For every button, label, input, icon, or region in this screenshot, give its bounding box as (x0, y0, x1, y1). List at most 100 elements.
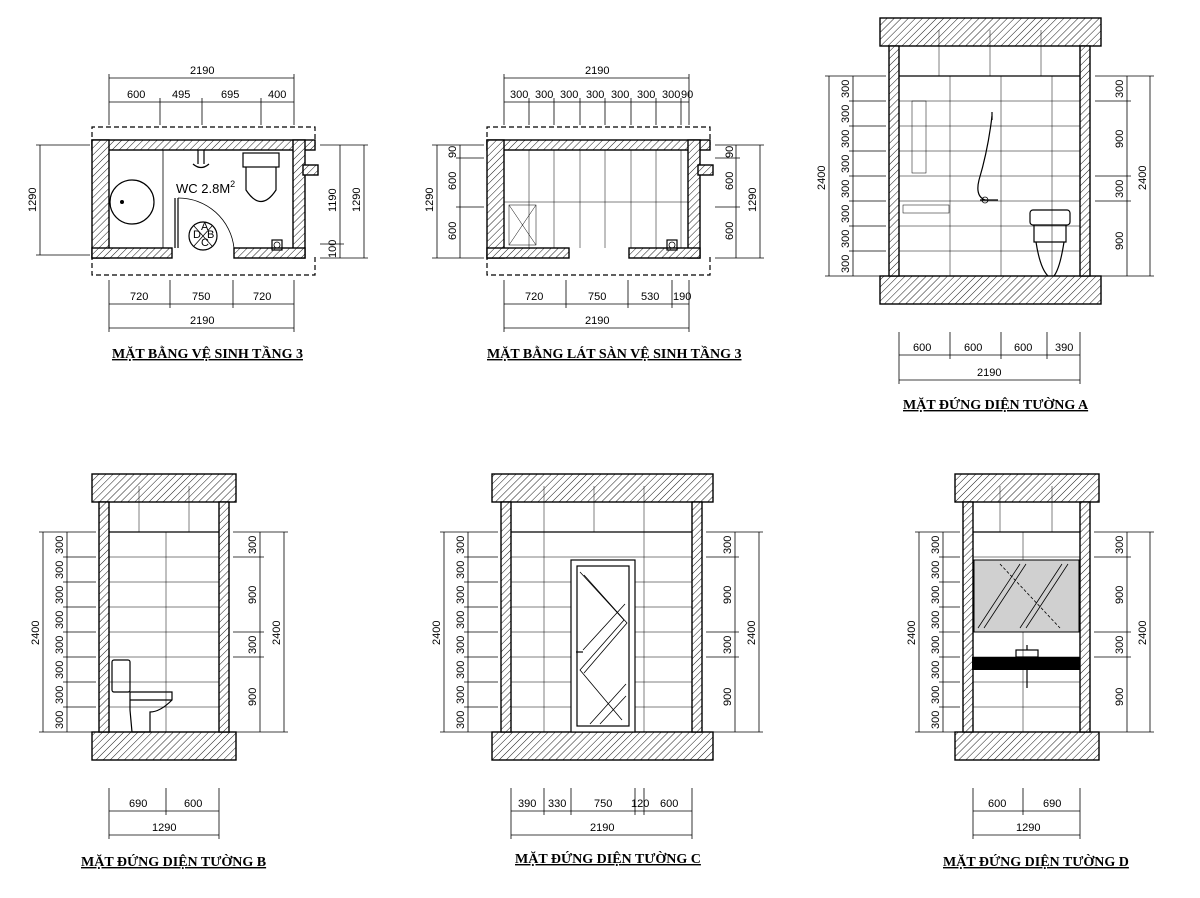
wall-b-bottom-dim-2: 600 (184, 798, 202, 810)
plan-top-dim-2: 495 (172, 89, 190, 101)
wall-a-left-dim-1: 300 (840, 80, 852, 98)
wall-d-left-dim-1: 300 (930, 536, 942, 554)
floor-top-total: 2190 (585, 65, 609, 77)
wall-b-left-total: 2400 (30, 621, 42, 645)
wall-c-left-dim-6: 300 (455, 661, 467, 679)
wall-a-left-dim-5: 300 (840, 180, 852, 198)
floor-right-dim-2: 600 (724, 172, 736, 190)
floor-top-dim-3: 300 (560, 89, 578, 101)
plan-right-total: 1290 (351, 188, 363, 212)
door-icon (570, 559, 636, 733)
wall-a-left-total: 2400 (816, 166, 828, 190)
wall-c-bottom-dim-3: 750 (594, 798, 612, 810)
mirror-icon (973, 559, 1080, 633)
wall-d-left-dim-4: 300 (930, 611, 942, 629)
toilet-icon (242, 152, 280, 203)
compass-d: D (193, 229, 201, 241)
room-label: WC 2.8M2 (176, 179, 235, 196)
wall-d-right-dim-4: 900 (1114, 688, 1126, 706)
wall-c-bottom-dim-5: 600 (660, 798, 678, 810)
wall-d-left-dim-2: 300 (930, 561, 942, 579)
floor-top-dim-8: 90 (681, 89, 693, 101)
wall-d-right-dim-1: 300 (1114, 536, 1126, 554)
wall-b-left-dim-3: 300 (54, 586, 66, 604)
floor-plan-title: MẶT BẰNG LÁT SÀN VỆ SINH TẦNG 3 (487, 345, 742, 362)
wall-a-right-dim-1: 300 (1114, 80, 1126, 98)
wall-a-bottom-dim-2: 600 (964, 342, 982, 354)
wall-a-left-dim-8: 300 (840, 255, 852, 273)
wall-d-title: MẶT ĐỨNG DIỆN TƯỜNG D (943, 853, 1129, 870)
wall-d-left-dim-7: 300 (930, 686, 942, 704)
wall-c-left-dim-4: 300 (455, 611, 467, 629)
wall-c-left-total: 2400 (431, 621, 443, 645)
compass-icon: A B C D (188, 221, 218, 251)
floor-top-dim-6: 300 (637, 89, 655, 101)
wall-d-left-dim-6: 300 (930, 661, 942, 679)
floor-drain-icon (271, 239, 283, 251)
plan-top-dim-4: 400 (268, 89, 286, 101)
wall-c-bottom-dim-2: 330 (548, 798, 566, 810)
floor-right-dim-1: 90 (724, 146, 736, 158)
wall-a-right-dim-4: 900 (1114, 232, 1126, 250)
plan-bottom-dim-1: 720 (130, 291, 148, 303)
wall-c-left-dim-8: 300 (455, 711, 467, 729)
wall-a-title: MẶT ĐỨNG DIỆN TƯỜNG A (903, 396, 1089, 413)
wall-d-left-dim-8: 300 (930, 711, 942, 729)
wall-b-left-dim-2: 300 (54, 561, 66, 579)
wall-b-left-dim-4: 300 (54, 611, 66, 629)
wall-a-left-dim-7: 300 (840, 230, 852, 248)
floor-bottom-dim-4: 190 (673, 291, 691, 303)
wall-a-right-dim-2: 900 (1114, 130, 1126, 148)
wall-d-elevation: 2400 300 300 300 300 300 300 300 300 300… (906, 473, 1154, 870)
floor-left-dim-2: 600 (447, 172, 459, 190)
wall-b-bottom-dim-1: 690 (129, 798, 147, 810)
basin-icon (109, 179, 155, 225)
floor-bottom-dim-3: 530 (641, 291, 659, 303)
wall-d-right-dim-3: 300 (1114, 636, 1126, 654)
floor-top-dim-7: 300 (662, 89, 680, 101)
wall-c-right-dim-1: 300 (722, 536, 734, 554)
floor-drain-icon (666, 239, 678, 251)
wall-a-elevation: 2400 300 300 300 300 300 300 300 300 300… (816, 17, 1154, 413)
wall-a-bottom-dim-4: 390 (1055, 342, 1073, 354)
wall-b-right-dim-1: 300 (247, 536, 259, 554)
wall-d-left-dim-5: 300 (930, 636, 942, 654)
wall-c-left-dim-2: 300 (455, 561, 467, 579)
wall-a-left-dim-4: 300 (840, 155, 852, 173)
wall-c-left-dim-1: 300 (455, 536, 467, 554)
wall-b-right-total: 2400 (271, 621, 283, 645)
wall-c-right-total: 2400 (746, 621, 758, 645)
wall-b-bottom-total: 1290 (152, 822, 176, 834)
door-swing (174, 197, 235, 249)
wall-b-right-dim-3: 300 (247, 636, 259, 654)
wall-c-left-dim-5: 300 (455, 636, 467, 654)
wall-b-right-dim-4: 900 (247, 688, 259, 706)
wall-a-right-total: 2400 (1137, 166, 1149, 190)
wall-c-bottom-dim-1: 390 (518, 798, 536, 810)
wall-d-left-dim-3: 300 (930, 586, 942, 604)
shower-icon (192, 150, 210, 169)
plan-right-dim-2: 100 (327, 240, 339, 258)
floor-left-total: 1290 (424, 188, 436, 212)
wall-c-left-dim-3: 300 (455, 586, 467, 604)
toilet-icon (1029, 209, 1071, 277)
bathroom-plan: A B C D WC 2.8M2 2190 600 495 695 400 72… (27, 65, 368, 362)
plan-top-dim-1: 600 (127, 89, 145, 101)
wall-b-right-dim-2: 900 (247, 586, 259, 604)
floor-top-dim-4: 300 (586, 89, 604, 101)
wall-a-right-dim-3: 300 (1114, 180, 1126, 198)
wall-a-left-dim-6: 300 (840, 205, 852, 223)
plan-right-dim-1: 1190 (327, 188, 339, 212)
wall-c-bottom-dim-4: 120 (631, 798, 649, 810)
wall-b-left-dim-7: 300 (54, 686, 66, 704)
floor-right-total: 1290 (747, 188, 759, 212)
wall-c-left-dim-7: 300 (455, 686, 467, 704)
wall-c-title: MẶT ĐỨNG DIỆN TƯỜNG C (515, 850, 701, 867)
wall-a-bottom-dim-3: 600 (1014, 342, 1032, 354)
wall-b-title: MẶT ĐỨNG DIỆN TƯỜNG B (81, 853, 266, 870)
wall-b-left-dim-6: 300 (54, 661, 66, 679)
floor-bottom-total: 2190 (585, 315, 609, 327)
plan-top-dim-3: 695 (221, 89, 239, 101)
compass-a: A (201, 221, 209, 233)
plan-top-total: 2190 (190, 65, 214, 77)
